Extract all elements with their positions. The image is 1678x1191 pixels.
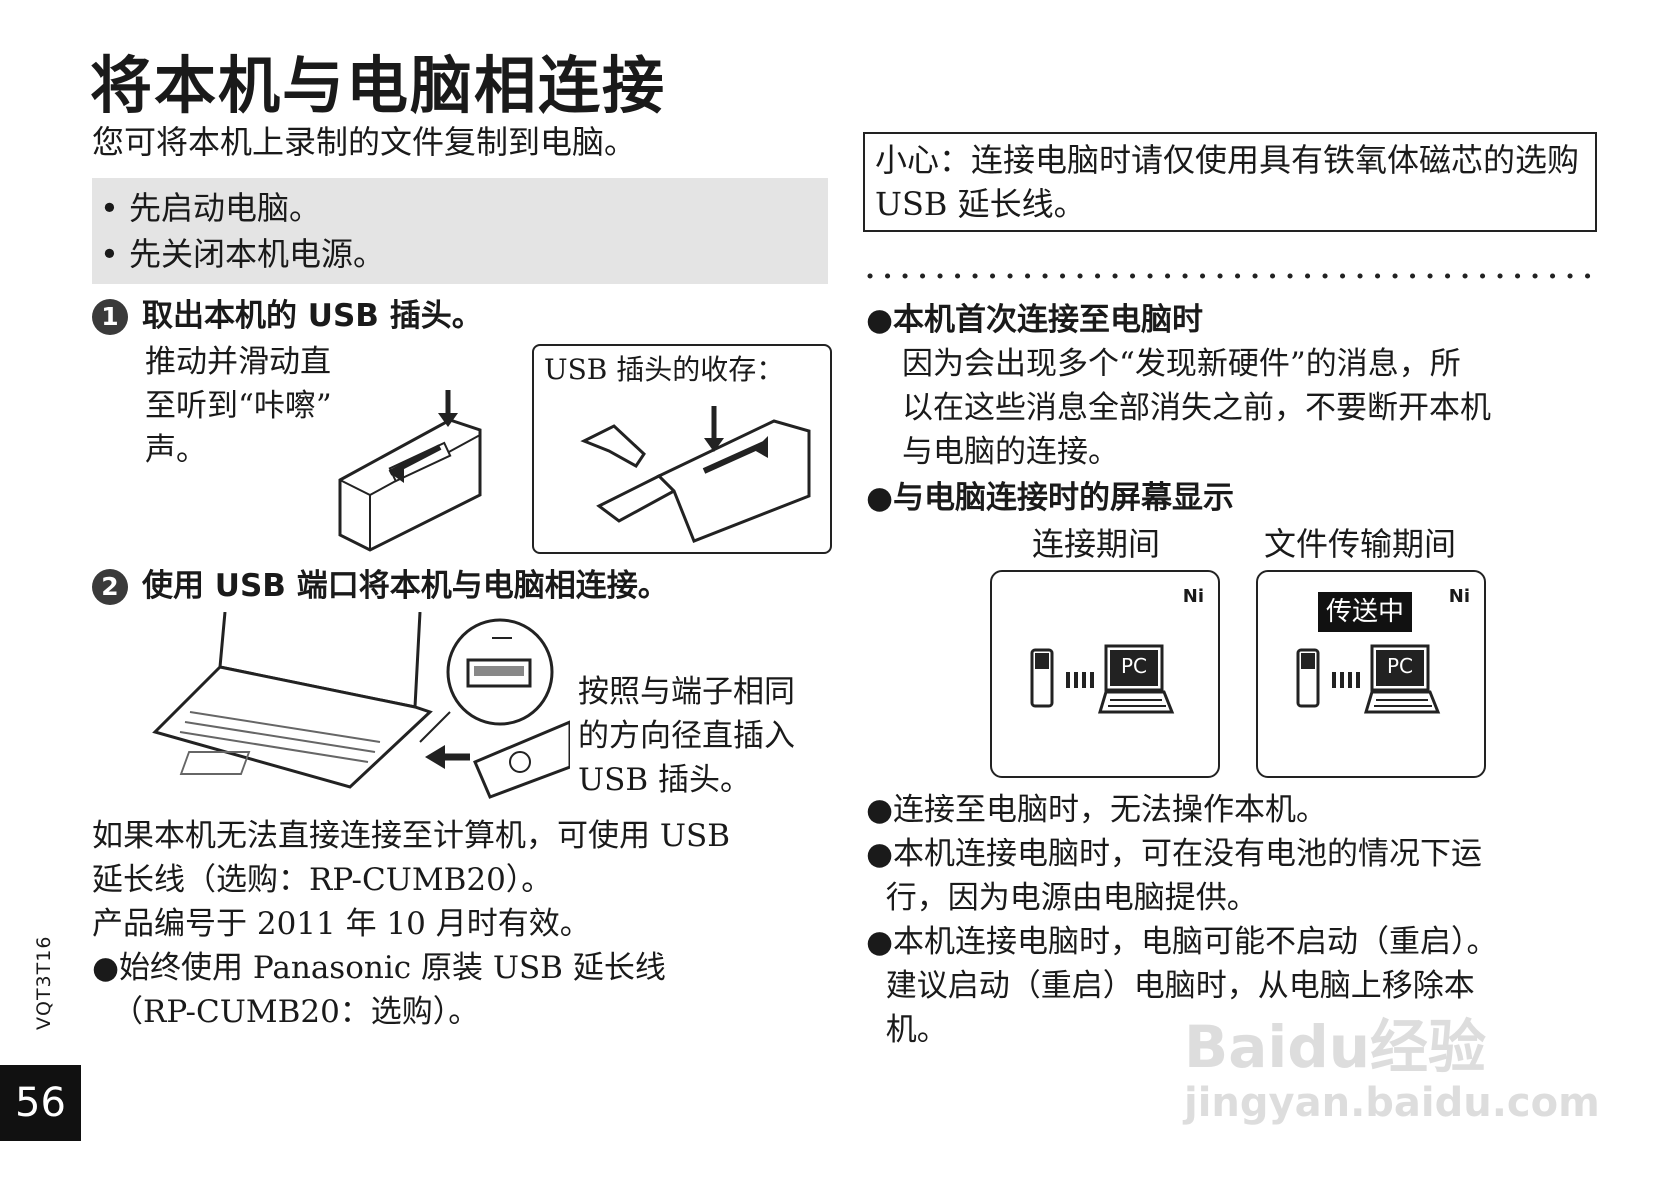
battery-type-badge: Ni bbox=[1448, 586, 1470, 607]
page-number: 56 bbox=[0, 1065, 81, 1141]
step-2-text-line: 的方向径直插入 bbox=[578, 718, 795, 754]
screen-caption: 连接期间 bbox=[1032, 525, 1161, 563]
note-line: 产品编号于 2011 年 10 月时有效。 bbox=[92, 906, 591, 942]
step-1-text-line: 推动并滑动直 bbox=[145, 344, 331, 380]
first-connect-line: 以在这些消息全部消失之前，不要断开本机 bbox=[902, 390, 1491, 426]
note-line: ●本机连接电脑时，可在没有电池的情况下运 bbox=[866, 836, 1483, 872]
note-line: 延长线（选购：RP-CUMB20）。 bbox=[92, 862, 553, 898]
caution-text: 小心：连接电脑时请仅使用具有铁氧体磁芯的选购 USB 延长线。 bbox=[875, 141, 1580, 223]
step-1-number: 1 bbox=[92, 299, 128, 335]
note-line: ●本机连接电脑时，电脑可能不启动（重启）。 bbox=[866, 924, 1498, 960]
laptop-connection-illustration bbox=[152, 612, 570, 799]
first-connect-heading: ●本机首次连接至电脑时 bbox=[866, 302, 1204, 338]
first-connect-line: 与电脑的连接。 bbox=[902, 434, 1119, 470]
preparation-box: • 先启动电脑。 • 先关闭本机电源。 bbox=[92, 178, 828, 284]
usb-storage-illustration bbox=[580, 406, 811, 543]
watermark-line: jingyan.baidu.com bbox=[1184, 1080, 1600, 1126]
note-line: 机。 bbox=[866, 1012, 948, 1048]
screen-transferring: 传送中 Ni PC bbox=[1256, 570, 1486, 778]
caution-box: 小心：连接电脑时请仅使用具有铁氧体磁芯的选购 USB 延长线。 bbox=[863, 132, 1597, 232]
step-2-number: 2 bbox=[92, 569, 128, 605]
pc-label: PC bbox=[1120, 654, 1148, 678]
note-line: 如果本机无法直接连接至计算机，可使用 USB bbox=[92, 818, 730, 854]
baidu-watermark: Baidu经验 jingyan.baidu.com bbox=[1184, 1000, 1604, 1150]
recorder-slide-illustration bbox=[338, 390, 482, 552]
step-2-heading: 使用 USB 端口将本机与电脑相连接。 bbox=[142, 568, 669, 604]
dotted-divider bbox=[867, 273, 1602, 279]
transfer-badge: 传送中 bbox=[1318, 592, 1413, 632]
step-1-text-line: 声。 bbox=[145, 432, 207, 468]
usb-storage-label: USB 插头的收存： bbox=[544, 353, 785, 386]
intro-text: 您可将本机上录制的文件复制到电脑。 bbox=[92, 123, 637, 161]
first-connect-line: 因为会出现多个“发现新硬件”的消息，所 bbox=[902, 346, 1461, 382]
usb-storage-box: USB 插头的收存： bbox=[532, 344, 832, 554]
step-1-heading: 取出本机的 USB 插头。 bbox=[142, 298, 483, 334]
page-title: 将本机与电脑相连接 bbox=[90, 49, 667, 122]
display-heading: ●与电脑连接时的屏幕显示 bbox=[866, 480, 1235, 516]
step-2-text-line: 按照与端子相同 bbox=[578, 674, 795, 710]
pc-label: PC bbox=[1386, 654, 1414, 678]
note-line: （RP-CUMB20：选购）。 bbox=[112, 994, 480, 1030]
watermark-line: Baidu经验 bbox=[1184, 1013, 1487, 1081]
pc-connection-icon bbox=[1296, 644, 1441, 714]
battery-type-badge: Ni bbox=[1182, 586, 1204, 607]
model-code: VQT3T16 bbox=[33, 935, 55, 1030]
screen-caption: 文件传输期间 bbox=[1264, 525, 1457, 563]
note-line: ●始终使用 Panasonic 原装 USB 延长线 bbox=[92, 950, 666, 986]
note-line: ●连接至电脑时，无法操作本机。 bbox=[866, 792, 1328, 828]
prep-item: • 先启动电脑。 bbox=[100, 189, 322, 227]
step-2-text-line: USB 插头。 bbox=[578, 762, 751, 798]
note-line: 行，因为电源由电脑提供。 bbox=[866, 880, 1258, 916]
screen-connecting: Ni PC bbox=[990, 570, 1220, 778]
step-1-text-line: 至听到“咔嚓” bbox=[145, 388, 332, 424]
prep-item: • 先关闭本机电源。 bbox=[100, 235, 386, 273]
note-line: 建议启动（重启）电脑时，从电脑上移除本 bbox=[866, 968, 1475, 1004]
pc-connection-icon bbox=[1030, 644, 1175, 714]
